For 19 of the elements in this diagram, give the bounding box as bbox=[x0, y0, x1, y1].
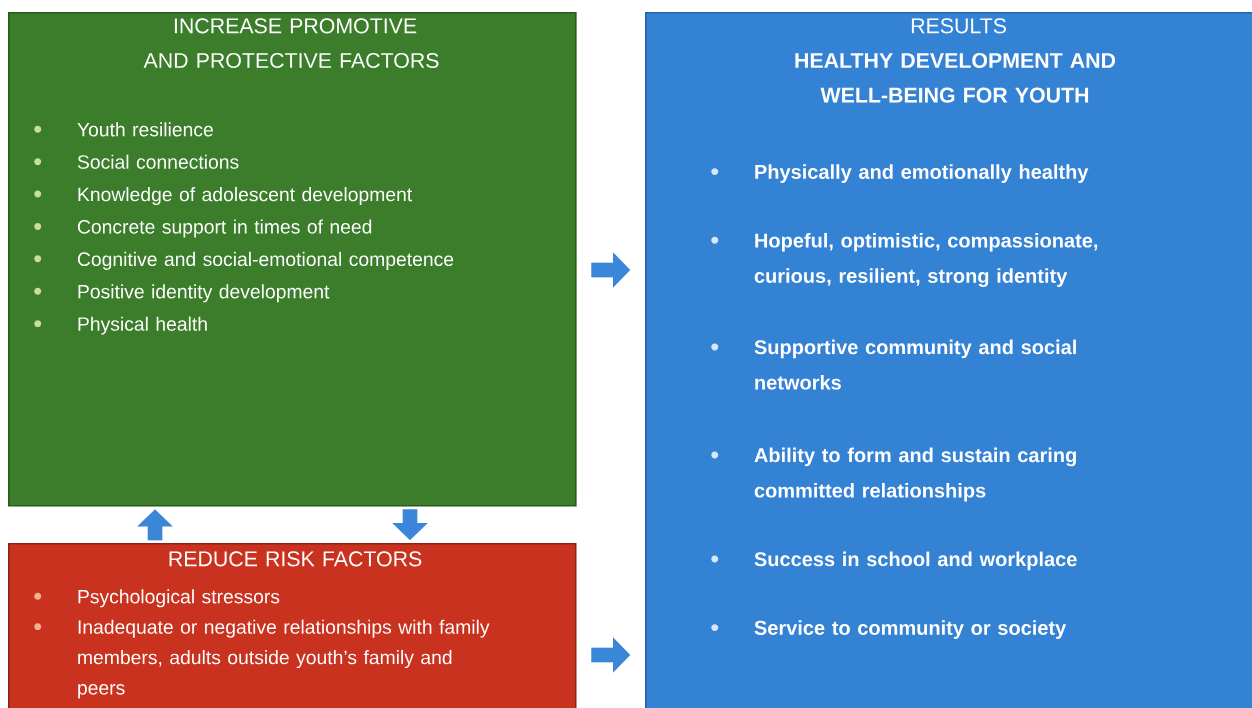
bullet-item: Success in school and workplace bbox=[711, 551, 1077, 571]
bullet-item: Supportive community and social networks bbox=[711, 339, 1076, 390]
bullet-item: Inadequate or negative relationships with family members, adults outside youth’s family and peers bbox=[34, 619, 490, 699]
bullet-item: Knowledge of adolescent development bbox=[34, 187, 413, 206]
bullet-item: Social connections bbox=[34, 154, 239, 169]
heading: INCREASE PROMOTIVE AND PROTECTIVE FACTORS bbox=[143, 18, 439, 69]
heading: REDUCE RISK FACTORS bbox=[169, 551, 422, 567]
bullet-item: Psychological stressors bbox=[34, 589, 280, 608]
bullet-item: Cognitive and social-emotional competence bbox=[34, 251, 454, 270]
bullet-item: Positive identity development bbox=[34, 284, 330, 303]
bullet-item: Ability to form and sustain caring committed relationships bbox=[711, 447, 1076, 502]
bullet-item: Concrete support in times of need bbox=[34, 219, 372, 238]
subheading: HEALTHY DEVELOPMENT AND WELL-BEING FOR YOUTH bbox=[795, 52, 1116, 103]
bullet-item: Physically and emotionally healthy bbox=[711, 164, 1089, 183]
bullet-item: Physical health bbox=[34, 316, 207, 335]
heading: RESULTS bbox=[911, 18, 1006, 34]
bullet-item: Hopeful, optimistic, compassionate, curious, resilient, strong identity bbox=[711, 232, 1098, 287]
bullet-item: Service to community or society bbox=[711, 620, 1067, 639]
bullet-item: Youth resilience bbox=[34, 122, 213, 137]
